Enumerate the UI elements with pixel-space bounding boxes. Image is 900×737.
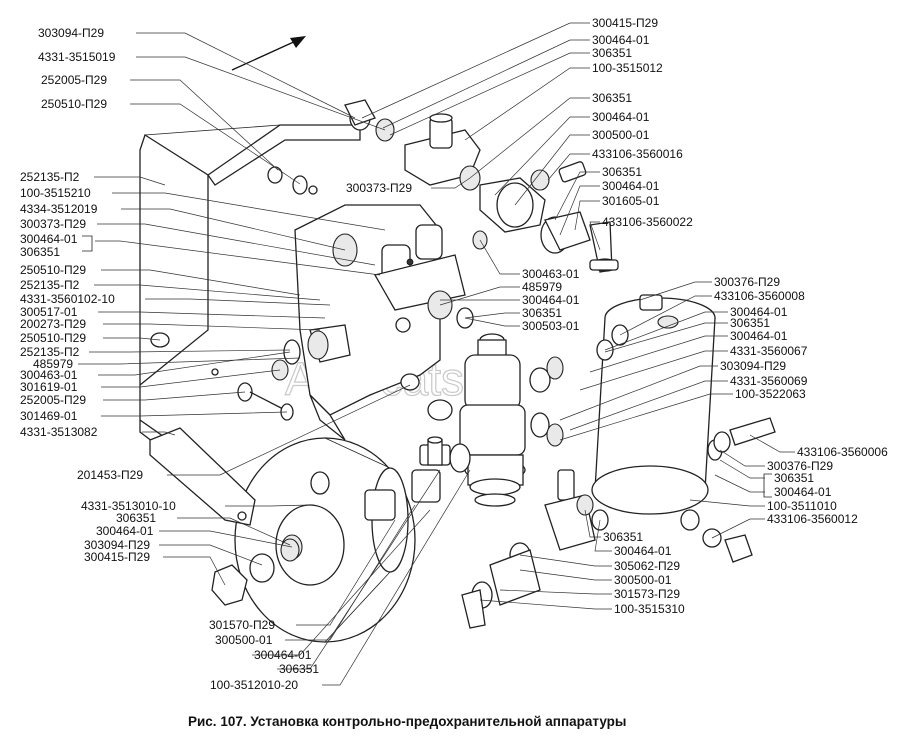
label: 485979: [522, 280, 562, 294]
label: 100-3511010: [767, 499, 837, 513]
labels-left: 303094-П29 4331-3515019 252005-П29 25051…: [20, 26, 176, 564]
label: 300463-01: [522, 267, 580, 281]
label: 306351: [522, 306, 562, 320]
label: 300464-01: [522, 293, 580, 307]
label: 306351: [592, 46, 632, 60]
label: 300464-01: [96, 524, 154, 538]
label: 301469-01: [20, 409, 78, 423]
label: 300415-П29: [592, 16, 658, 30]
label: 200273-П29: [20, 317, 86, 331]
label: 485979: [33, 357, 73, 371]
label: 300500-01: [215, 633, 273, 647]
label: 300464-01: [20, 232, 78, 246]
label: 300463-01: [20, 368, 78, 382]
label: 300464-01: [614, 544, 672, 558]
label: 303094-П29: [84, 538, 150, 552]
label: 250510-П29: [41, 97, 107, 111]
label: 306351: [603, 530, 643, 544]
label: 300464-01: [592, 110, 650, 124]
label: 4331-3515019: [38, 50, 116, 64]
label: 300517-01: [20, 305, 78, 319]
label: 100-3515310: [614, 602, 685, 616]
label: 4334-3512019: [20, 202, 98, 216]
label: 4331-3513010-10: [81, 499, 176, 513]
central-valve: [419, 333, 564, 507]
labels-center: 300373-П29 300463-01 485979 300464-01 30…: [346, 181, 580, 333]
label: 100-3522063: [735, 387, 806, 401]
label: 4331-3513082: [20, 425, 98, 439]
label: 433106-3560006: [797, 445, 888, 459]
labels-bottom: 306351 300464-01 305062-П29 300500-01 30…: [209, 530, 685, 692]
label: 250510-П29: [20, 263, 86, 277]
label: 306351: [116, 511, 156, 525]
brake-chamber: [234, 436, 443, 643]
bottom-left-fittings: [211, 538, 300, 606]
pair-brackets: [82, 235, 772, 498]
label: 433106-3560012: [767, 512, 858, 526]
label: 300503-01: [522, 319, 580, 333]
label: 306351: [730, 316, 770, 330]
label: 433106-3560016: [592, 147, 683, 161]
label: 4331-3560067: [730, 344, 808, 358]
direction-arrow: [231, 36, 306, 71]
label: 300464-01: [774, 485, 832, 499]
label: 100-3515012: [592, 61, 663, 75]
label: 300464-01: [730, 329, 788, 343]
label: 252135-П2: [20, 345, 80, 359]
label: 300415-П29: [84, 550, 150, 564]
label: 305062-П29: [614, 559, 680, 573]
label: 252135-П2: [20, 278, 80, 292]
leader-lines: [78, 22, 795, 686]
chamber-bracket: [149, 427, 256, 526]
label: 4331-3560069: [730, 374, 808, 388]
label: 4331-3560102-10: [20, 292, 115, 306]
label: 100-3512010-20: [210, 678, 298, 692]
label: 306351: [774, 471, 814, 485]
label: 100-3515210: [20, 186, 91, 200]
label: 201453-П29: [77, 468, 143, 482]
label: 300376-П29: [714, 275, 780, 289]
label: 301619-01: [20, 380, 78, 394]
twin-valve: [332, 224, 488, 329]
label: 301570-П29: [209, 618, 275, 632]
label: 300376-П29: [767, 459, 833, 473]
label: 300464-01: [254, 648, 312, 662]
label: 252005-П29: [41, 73, 107, 87]
label: 301605-01: [602, 194, 660, 208]
label: 300464-01: [730, 305, 788, 319]
label: 252005-П29: [20, 393, 86, 407]
label: 300464-01: [602, 179, 660, 193]
label: 433106-3560008: [714, 289, 805, 303]
label: 300373-П29: [346, 181, 412, 195]
figure-caption: Рис. 107. Установка контрольно-предохран…: [188, 714, 626, 729]
label: 300464-01: [592, 33, 650, 47]
label: 306351: [279, 662, 319, 676]
label: 303094-П29: [720, 359, 786, 373]
label: 300373-П29: [20, 217, 86, 231]
label: 250510-П29: [20, 331, 86, 345]
label: 306351: [20, 245, 60, 259]
label: 300500-01: [614, 573, 672, 587]
labels-right: 300415-П29 300464-01 306351 100-3515012 …: [592, 16, 888, 526]
label: 301573-П29: [614, 587, 680, 601]
label: 433106-3560022: [602, 215, 693, 229]
label: 306351: [602, 165, 642, 179]
label: 306351: [592, 91, 632, 105]
label: 303094-П29: [38, 26, 104, 40]
label: 300500-01: [592, 128, 650, 142]
label: 252135-П2: [20, 170, 80, 184]
